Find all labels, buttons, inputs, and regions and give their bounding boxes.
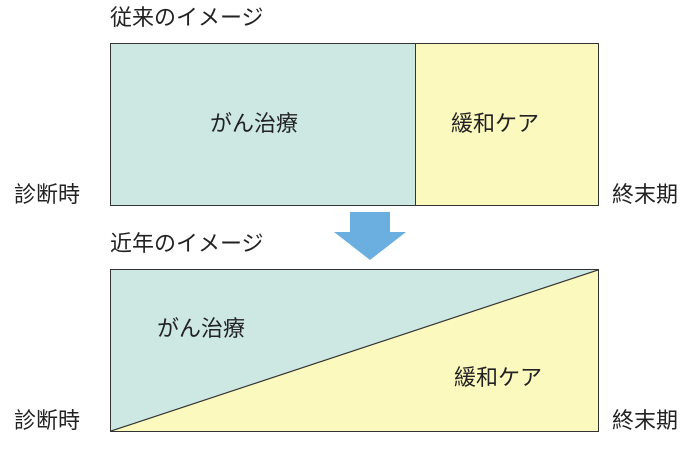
- traditional-title: 従来のイメージ: [110, 6, 264, 31]
- down-arrow-icon: [334, 212, 406, 260]
- recent-palliative-care-label: 緩和ケア: [454, 366, 543, 391]
- recent-cancer-treatment-label: がん治療: [157, 317, 246, 342]
- traditional-panel: がん治療 緩和ケア: [110, 43, 599, 206]
- recent-end-label: 終末期: [612, 409, 679, 434]
- recent-title: 近年のイメージ: [110, 232, 264, 257]
- traditional-palliative-care-label: 緩和ケア: [451, 112, 540, 137]
- recent-diagonal-line: [111, 270, 598, 431]
- recent-diagonal-diagram: [111, 270, 598, 431]
- recent-panel: がん治療 緩和ケア: [110, 269, 599, 432]
- traditional-cancer-treatment-label: がん治療: [210, 112, 299, 137]
- traditional-cancer-treatment-region: [111, 44, 416, 205]
- traditional-end-label: 終末期: [612, 183, 679, 208]
- traditional-start-label: 診断時: [14, 183, 81, 208]
- recent-start-label: 診断時: [14, 409, 81, 434]
- traditional-palliative-care-region: [416, 44, 598, 205]
